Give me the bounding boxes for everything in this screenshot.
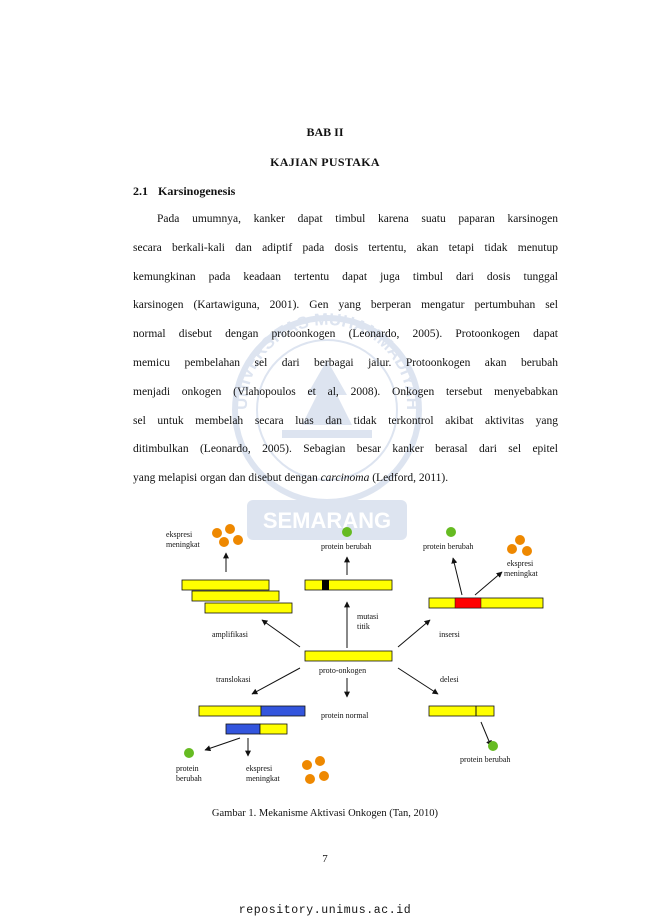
label-ekspresi-bottom-left-2: meningkat	[246, 774, 281, 783]
point-mutation-group: protein berubah mutasi titik	[304, 527, 393, 648]
oncogene-activation-figure: ekspresi meningkat amplifikasi protein b…	[166, 524, 544, 784]
paragraph-line: menjadi onkogen (Vlahopoulos et al, 2008…	[133, 385, 558, 398]
amplified-gene-bar	[204, 602, 293, 614]
label-protein-normal: protein normal	[321, 711, 369, 720]
mutated-gene-bar	[304, 579, 393, 591]
paragraph-line: secara berkali-kali dan adiptif pada dos…	[133, 241, 558, 254]
label-protein-berubah-right: protein berubah	[423, 542, 473, 551]
insertion-gene-bar	[428, 597, 544, 609]
proto-oncogene-group: proto-onkogen translokasi delesi protein…	[216, 619, 459, 720]
label-protein-berubah-center: protein berubah	[321, 542, 371, 551]
paragraph-line: normal disebut dengan protoonkogen (Leon…	[133, 328, 558, 341]
expression-dot	[515, 535, 525, 545]
amplification-group: ekspresi meningkat amplifikasi	[166, 524, 293, 639]
expression-dot	[522, 546, 532, 556]
inserted-segment	[454, 597, 482, 609]
section-number: 2.1	[133, 184, 148, 198]
paragraph-line: karsinogen (Kartawiguna, 2001). Gen yang…	[133, 299, 558, 312]
label-delesi: delesi	[440, 675, 459, 684]
protein-changed-dot	[184, 748, 194, 758]
chapter-title: KAJIAN PUSTAKA	[270, 155, 380, 169]
label-protein-berubah-bottom-right: protein berubah	[460, 755, 510, 764]
repository-footer: repository.unimus.ac.id	[238, 904, 412, 917]
expression-dot	[315, 756, 325, 766]
paragraph-line: ditimbulkan (Leonardo, 2005). Sebagian b…	[133, 443, 558, 456]
proto-oncogene-bar	[304, 650, 393, 662]
university-watermark-logo: UNIVERSITAS MUHAMMADIYAH SEMARANG	[232, 310, 422, 540]
label-protein-bottom-left-1: protein	[176, 764, 199, 773]
label-translokasi: translokasi	[216, 675, 251, 684]
section-heading: 2.1 Karsinogenesis	[133, 184, 235, 199]
translocation-group: protein berubah ekspresi meningkat	[176, 705, 329, 784]
deletion-gene-bar	[428, 705, 495, 717]
paragraph-line: sel untuk membelah secara luas dan tidak…	[133, 414, 558, 427]
paragraph-line: Pada umumnya, kanker dapat timbul karena…	[157, 213, 558, 225]
amplified-gene-bar	[191, 590, 280, 602]
expression-dot	[507, 544, 517, 554]
label-mutasi-2: titik	[357, 622, 370, 631]
label-protein-bottom-left-2: berubah	[176, 774, 202, 783]
translocation-bar-blue	[225, 723, 261, 735]
expression-dot	[212, 528, 222, 538]
label-amplifikasi: amplifikasi	[212, 630, 249, 639]
expression-dot	[233, 535, 243, 545]
expression-dot	[219, 537, 229, 547]
point-mutation-marker	[322, 580, 329, 590]
label-ekspresi-top-right-1: ekspresi	[507, 559, 534, 568]
term-carcinoma: carcinoma	[320, 472, 370, 485]
watermark-text-bottom: SEMARANG	[263, 508, 391, 533]
translocation-bar-yellow	[198, 705, 262, 717]
paragraph-line: memicu pembelahan sel dari berbagai jalu…	[133, 356, 558, 369]
translocation-bar-yellow	[259, 723, 288, 735]
label-proto-onkogen: proto-onkogen	[319, 666, 366, 675]
protein-changed-dot	[342, 527, 352, 537]
insertion-group: protein berubah ekspresi meningkat inser…	[423, 527, 544, 639]
body-paragraph: Pada umumnya, kanker dapat timbul karena…	[133, 205, 558, 493]
label-ekspresi-top-left-2: meningkat	[166, 540, 201, 549]
paragraph-line: kemungkinan pada keadaan tertentu dapat …	[133, 270, 558, 283]
label-ekspresi-top-left-1: ekspresi	[166, 530, 193, 539]
label-ekspresi-top-right-2: meningkat	[504, 569, 539, 578]
chapter-number: BAB II	[306, 125, 344, 139]
expression-dot	[305, 774, 315, 784]
paragraph-line-last: yang melapisi organ dan disebut dengan c…	[133, 472, 449, 485]
figure-caption: Gambar 1. Mekanisme Aktivasi Onkogen (Ta…	[211, 808, 439, 819]
translocation-bar-blue	[260, 705, 306, 717]
page-number: 7	[322, 853, 328, 865]
deletion-group: protein berubah	[428, 705, 510, 764]
label-insersi: insersi	[439, 630, 461, 639]
label-ekspresi-bottom-left-1: ekspresi	[246, 764, 273, 773]
protein-changed-dot	[446, 527, 456, 537]
expression-dot	[302, 760, 312, 770]
amplified-gene-bar	[181, 579, 270, 591]
protein-changed-dot	[488, 741, 498, 751]
expression-dot	[319, 771, 329, 781]
section-title: Karsinogenesis	[158, 184, 236, 198]
expression-dot	[225, 524, 235, 534]
label-mutasi-1: mutasi	[357, 612, 379, 621]
